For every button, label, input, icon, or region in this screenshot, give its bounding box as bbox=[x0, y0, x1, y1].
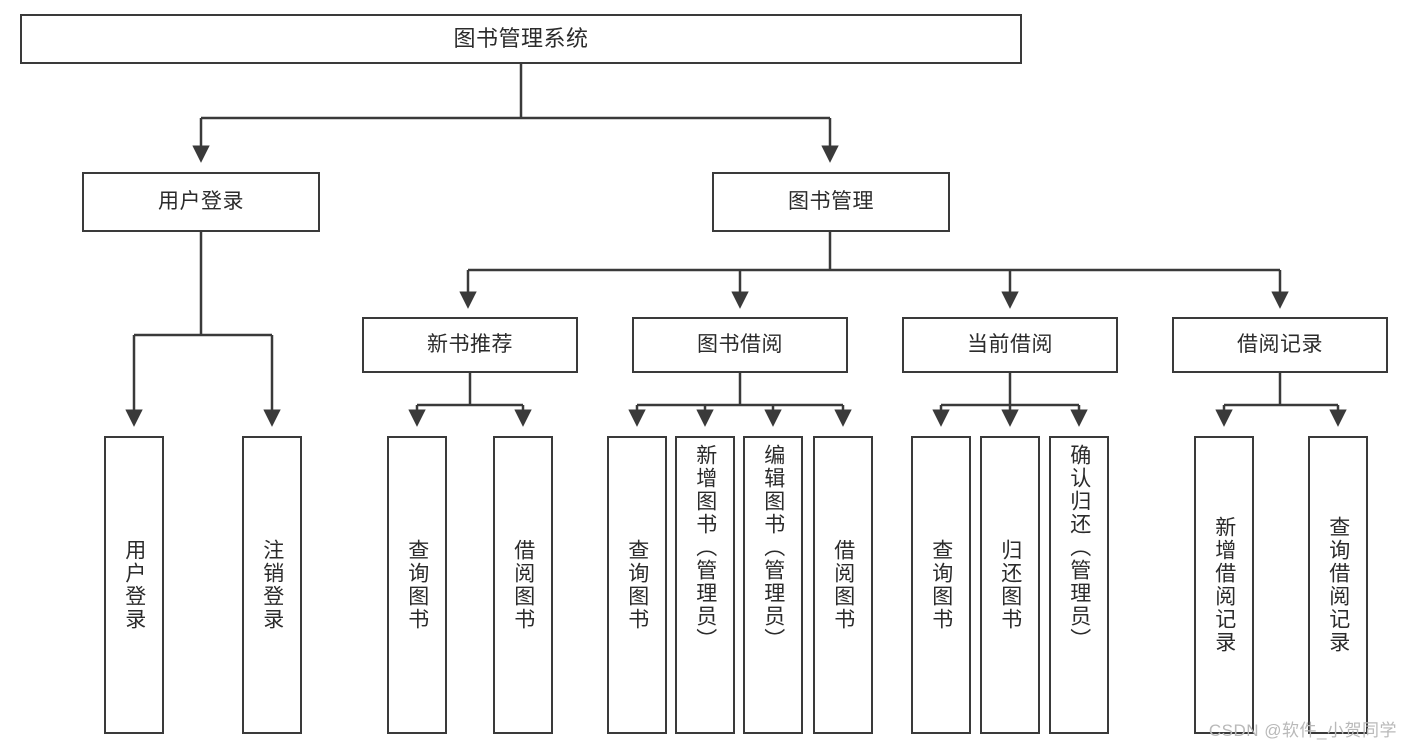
leaf-label: 编辑图书（管理员） bbox=[761, 444, 785, 651]
leaf-book-borrow-query[interactable]: 查询图书 bbox=[607, 436, 667, 734]
node-new-book-recommend[interactable]: 新书推荐 bbox=[362, 317, 578, 373]
leaf-new-book-query[interactable]: 查询图书 bbox=[387, 436, 447, 734]
leaf-label: 查询借阅记录 bbox=[1326, 516, 1350, 654]
node-borrow-record[interactable]: 借阅记录 bbox=[1172, 317, 1388, 373]
node-root[interactable]: 图书管理系统 bbox=[20, 14, 1022, 64]
node-current-borrow[interactable]: 当前借阅 bbox=[902, 317, 1118, 373]
node-borrow-record-label: 借阅记录 bbox=[1237, 332, 1323, 356]
leaf-label: 确认归还（管理员） bbox=[1067, 444, 1091, 651]
node-book-management[interactable]: 图书管理 bbox=[712, 172, 950, 232]
node-root-label: 图书管理系统 bbox=[453, 26, 589, 52]
leaf-current-borrow-confirm[interactable]: 确认归还（管理员） bbox=[1049, 436, 1109, 734]
leaf-new-book-borrow[interactable]: 借阅图书 bbox=[493, 436, 553, 734]
leaf-label: 借阅图书 bbox=[831, 539, 855, 631]
node-user-login-label: 用户登录 bbox=[158, 189, 244, 213]
leaf-label: 注销登录 bbox=[260, 539, 284, 631]
leaf-borrow-record-query[interactable]: 查询借阅记录 bbox=[1308, 436, 1368, 734]
leaf-label: 查询图书 bbox=[625, 539, 649, 631]
leaf-label: 新增借阅记录 bbox=[1212, 516, 1236, 654]
leaf-user-login-logout[interactable]: 注销登录 bbox=[242, 436, 302, 734]
leaf-borrow-record-add[interactable]: 新增借阅记录 bbox=[1194, 436, 1254, 734]
leaf-label: 新增图书（管理员） bbox=[693, 444, 717, 651]
leaf-label: 查询图书 bbox=[405, 539, 429, 631]
node-current-borrow-label: 当前借阅 bbox=[967, 332, 1053, 356]
leaf-book-borrow-borrow[interactable]: 借阅图书 bbox=[813, 436, 873, 734]
leaf-label: 借阅图书 bbox=[511, 539, 535, 631]
watermark-text: CSDN @软件_小贺同学 bbox=[1208, 721, 1397, 740]
node-new-book-recommend-label: 新书推荐 bbox=[427, 332, 513, 356]
leaf-user-login-login[interactable]: 用户登录 bbox=[104, 436, 164, 734]
leaf-current-borrow-return[interactable]: 归还图书 bbox=[980, 436, 1040, 734]
leaf-current-borrow-query[interactable]: 查询图书 bbox=[911, 436, 971, 734]
node-book-management-label: 图书管理 bbox=[788, 189, 874, 213]
leaf-book-borrow-add[interactable]: 新增图书（管理员） bbox=[675, 436, 735, 734]
leaf-label: 归还图书 bbox=[998, 539, 1022, 631]
node-user-login[interactable]: 用户登录 bbox=[82, 172, 320, 232]
leaf-label: 查询图书 bbox=[929, 539, 953, 631]
leaf-book-borrow-edit[interactable]: 编辑图书（管理员） bbox=[743, 436, 803, 734]
node-book-borrow-label: 图书借阅 bbox=[697, 332, 783, 356]
leaf-label: 用户登录 bbox=[122, 539, 146, 631]
node-book-borrow[interactable]: 图书借阅 bbox=[632, 317, 848, 373]
